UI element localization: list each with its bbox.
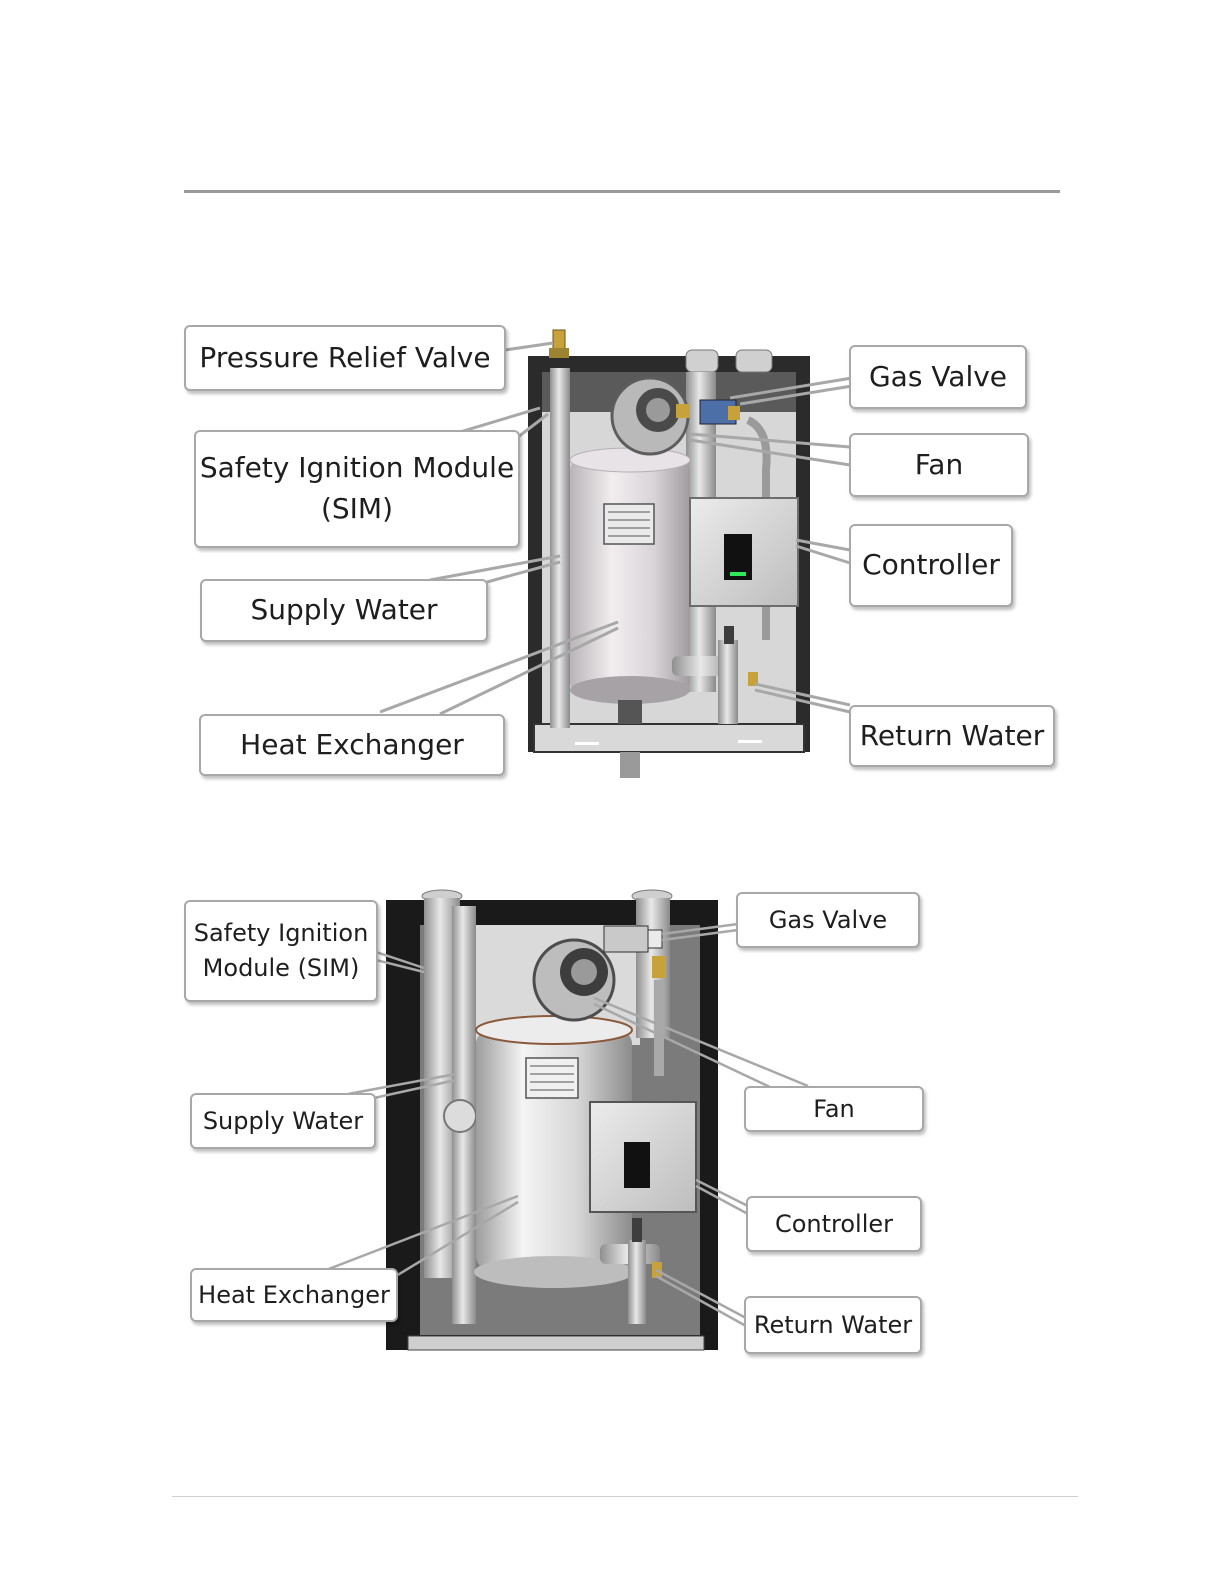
label-controller: Controller (849, 524, 1013, 607)
label-fan: Fan (849, 433, 1029, 497)
footer-rule (172, 1496, 1078, 1497)
label-return-water: Return Water (849, 705, 1055, 767)
label-safety-ignition-module-bottom: Safety Ignition Module (SIM) (184, 900, 378, 1002)
supply-fitting (444, 1100, 476, 1132)
label-supply-water-bottom: Supply Water (190, 1093, 376, 1149)
label-pressure-relief-valve: Pressure Relief Valve (184, 325, 506, 391)
controller-box-bottom (590, 1102, 696, 1212)
label-heat-exchanger-bottom: Heat Exchanger (190, 1268, 398, 1322)
label-fan-bottom: Fan (744, 1086, 924, 1132)
label-gas-valve: Gas Valve (849, 345, 1027, 409)
heat-exchanger-tank (570, 448, 690, 724)
label-supply-water: Supply Water (200, 579, 488, 642)
label-return-water-bottom: Return Water (744, 1296, 922, 1354)
label-heat-exchanger: Heat Exchanger (199, 714, 505, 776)
controller-box (690, 498, 798, 606)
label-safety-ignition-module: Safety Ignition Module (SIM) (194, 430, 520, 548)
label-gas-valve-bottom: Gas Valve (736, 892, 920, 948)
label-controller-bottom: Controller (746, 1196, 922, 1252)
supply-water-pipe (550, 368, 570, 728)
